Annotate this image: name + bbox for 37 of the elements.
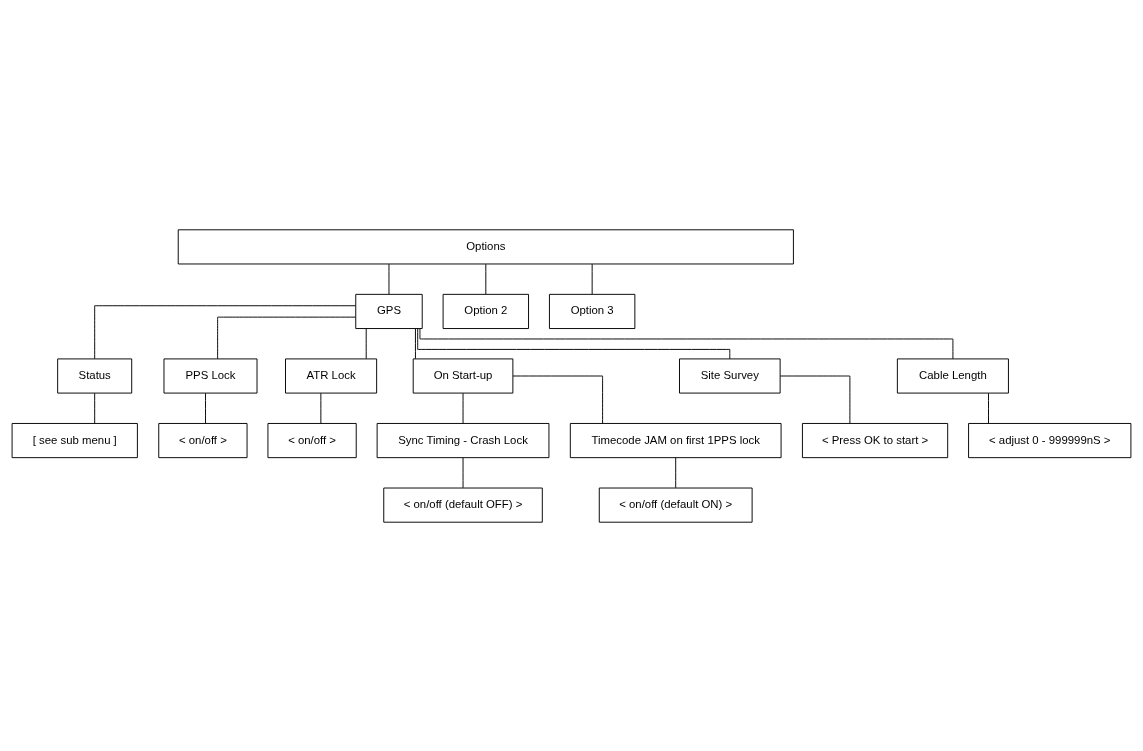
node-box: [ see sub menu ]	[11, 422, 138, 458]
connector	[779, 375, 851, 424]
connector	[417, 327, 731, 359]
node-box: < Press OK to start >	[801, 422, 949, 458]
connector	[675, 456, 677, 488]
node-box: Site Survey	[679, 357, 781, 394]
connector	[485, 263, 487, 295]
connector	[205, 392, 206, 424]
connector	[388, 263, 390, 295]
connector	[512, 375, 604, 424]
node-box: ATR Lock	[285, 357, 378, 394]
node-box: < on/off (default OFF) >	[383, 487, 543, 523]
node-box: < adjust 0 - 999999nS >	[968, 422, 1132, 458]
connector	[365, 327, 367, 359]
node-box: < on/off >	[158, 422, 248, 458]
connector	[591, 263, 593, 295]
node-box: Timecode JAM on first 1PPS lock	[569, 422, 782, 458]
node-box: Cable Length	[896, 357, 1009, 394]
node-box: < on/off (default ON) >	[598, 487, 753, 523]
connector	[419, 327, 954, 359]
connector	[988, 392, 989, 424]
node-box: GPS	[355, 293, 423, 329]
node-box: Status	[57, 357, 133, 394]
node-box: Sync Timing - Crash Lock	[376, 422, 550, 458]
connector	[414, 327, 416, 359]
node-box: On Start-up	[412, 357, 514, 394]
node-box: < on/off >	[267, 422, 357, 458]
node-box: Option 2	[442, 293, 529, 329]
node-box: Options	[177, 228, 794, 264]
connector	[217, 316, 356, 359]
connector	[462, 456, 464, 488]
connector	[94, 392, 96, 424]
connector	[462, 392, 464, 424]
node-box: PPS Lock	[163, 357, 258, 394]
node-box: Option 3	[548, 293, 636, 329]
connector	[94, 304, 356, 359]
connector	[320, 392, 322, 424]
